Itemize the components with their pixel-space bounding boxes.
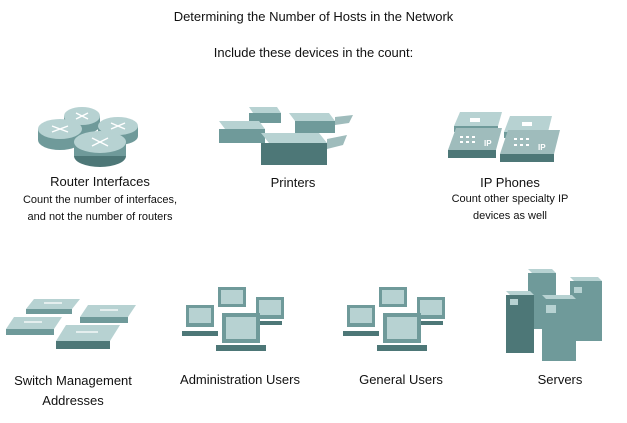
servers-item: Servers: [490, 265, 620, 395]
admin-users-item: Administration Users: [170, 285, 310, 395]
admin-users-label: Administration Users: [180, 372, 300, 387]
page-subtitle: Include these devices in the count:: [213, 45, 414, 60]
ip-phones-label: IP Phones: [480, 175, 540, 190]
workstation-icon: [343, 287, 445, 351]
router-icon: [38, 107, 138, 167]
workstation-icon: [182, 287, 284, 351]
router-label: Router Interfaces: [50, 174, 150, 189]
router-interfaces-item: Router Interfaces Count the number of in…: [20, 100, 180, 230]
general-users-label: General Users: [359, 372, 443, 387]
switch-item: Switch Management Addresses: [0, 295, 150, 415]
printer-icon: [219, 107, 353, 165]
router-note-line2: and not the number of routers: [27, 211, 173, 223]
ip-tag-2: IP: [538, 143, 546, 152]
ip-phones-item: IP IP IP Phones Count other specialty IP…: [420, 106, 600, 226]
page-title: Determining the Number of Hosts in the N…: [173, 9, 454, 24]
ip-tag-1: IP: [484, 139, 492, 148]
ip-phone-icon: IP IP: [448, 112, 560, 162]
printers-label: Printers: [270, 175, 316, 190]
router-note-line1: Count the number of interfaces,: [22, 194, 178, 206]
printers-item: Printers: [213, 103, 363, 193]
switch-label-line1: Switch Management: [14, 373, 132, 388]
switch-label-line2: Addresses: [42, 393, 104, 408]
servers-label: Servers: [537, 372, 583, 387]
general-users-item: General Users: [331, 285, 471, 395]
switch-icon: [6, 299, 136, 349]
ip-phones-note-line2: devices as well: [473, 210, 547, 222]
ip-phones-note-line1: Count other specialty IP: [451, 193, 569, 205]
server-icon: [506, 269, 602, 361]
